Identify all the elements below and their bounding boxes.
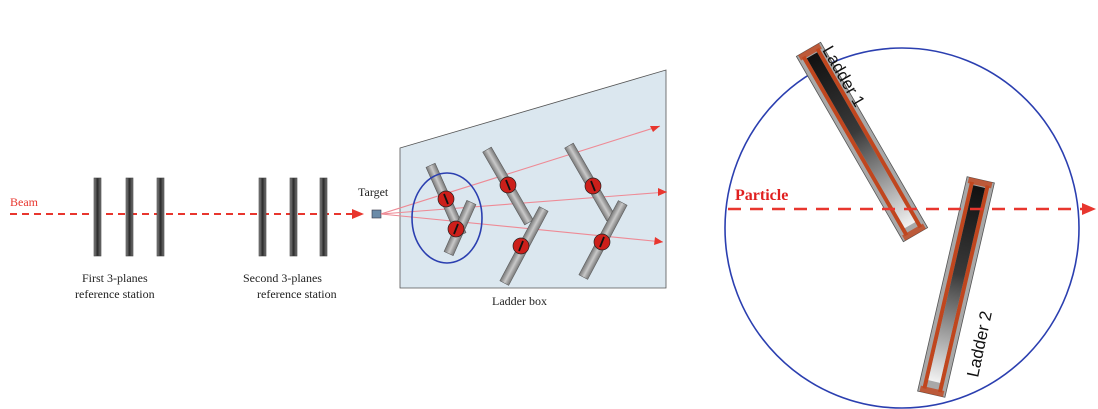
ladder-box-label: Ladder box [492,294,547,308]
second-reference-station [258,177,328,257]
beam-line [10,209,364,219]
beam-label: Beam [10,195,39,209]
track-arrowheads [650,126,667,245]
scattered-tracks [380,125,668,243]
first-station-label-line1: First 3-planes [82,271,148,285]
first-reference-station [93,177,165,257]
target-label: Target [358,185,389,199]
ladder-1 [795,41,929,243]
target-block [371,209,382,219]
first-station-label-line2: reference station [75,287,155,301]
particle-track [728,203,1096,215]
ladder-box [399,69,667,289]
second-station-label-line1: Second 3-planes [243,271,322,285]
second-station-label-line2: reference station [257,287,337,301]
particle-label: Particle [735,187,788,204]
ladder-2 [917,176,995,398]
crossing-markers [437,176,611,255]
zoom-region-small [411,172,483,264]
